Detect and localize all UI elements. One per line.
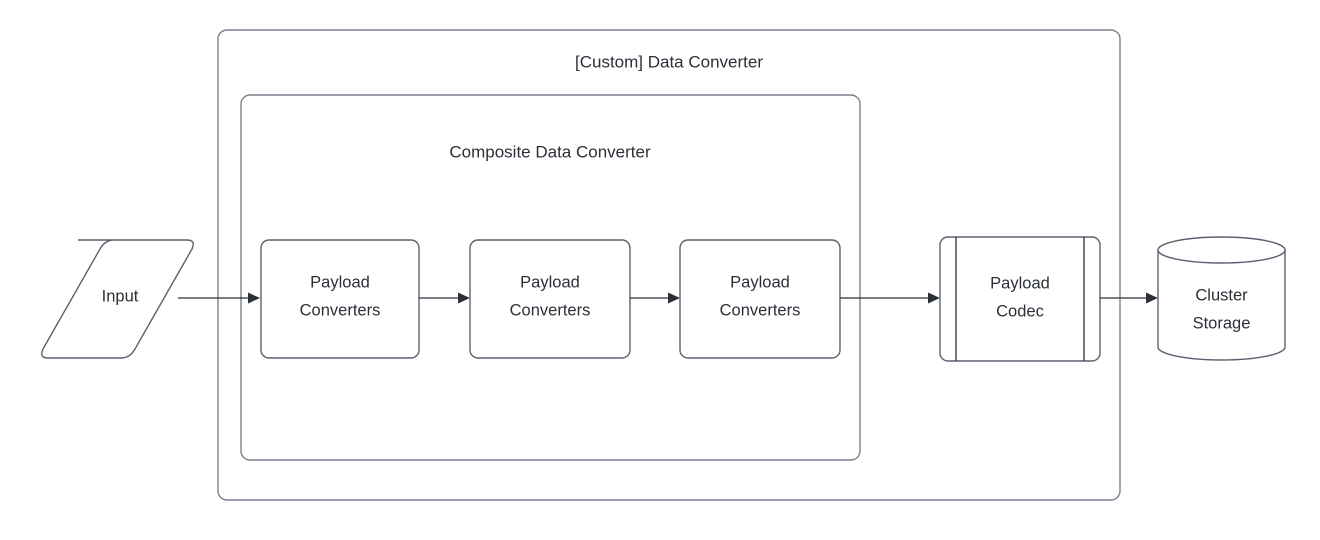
node-payload-converters-2-label-line2: Converters	[510, 301, 591, 319]
container-composite-data-converter-label: Composite Data Converter	[449, 142, 651, 161]
node-payload-converters-3-label-line1: Payload	[730, 273, 790, 291]
edge-payload-converters-3-to-payload-codec-arrowhead	[928, 292, 940, 304]
node-cluster-storage-body[interactable]	[1157, 249, 1286, 361]
node-cluster-storage-label-line2: Storage	[1193, 314, 1251, 332]
container-composite-data-converter	[240, 94, 861, 461]
node-payload-converters-3[interactable]	[679, 239, 841, 359]
edge-payload-codec-to-cluster-storage-arrowhead	[1146, 292, 1158, 304]
container-custom-data-converter	[217, 29, 1121, 501]
node-input[interactable]	[41, 239, 194, 359]
node-payload-converters-2[interactable]	[469, 239, 631, 359]
node-payload-converters-1-label-line1: Payload	[310, 273, 370, 291]
container-custom-data-converter-label: [Custom] Data Converter	[575, 52, 763, 71]
node-payload-codec-label-line1: Payload	[990, 274, 1050, 292]
node-payload-converters-3-label-line2: Converters	[720, 301, 801, 319]
node-input-label: Input	[102, 287, 139, 305]
node-cluster-storage-top	[1157, 236, 1286, 264]
edge-input-to-payload-converters-1-arrowhead	[248, 292, 260, 304]
node-payload-codec-label-line2: Codec	[996, 302, 1044, 320]
node-payload-converters-1[interactable]	[260, 239, 420, 359]
edge-payload-converters-1-to-2-arrowhead	[458, 292, 470, 304]
node-payload-codec[interactable]	[939, 236, 1101, 362]
edge-payload-converters-2-to-3-arrowhead	[668, 292, 680, 304]
node-payload-converters-2-label-line1: Payload	[520, 273, 580, 291]
node-payload-converters-1-label-line2: Converters	[300, 301, 381, 319]
node-cluster-storage-label-line1: Cluster	[1195, 286, 1248, 304]
